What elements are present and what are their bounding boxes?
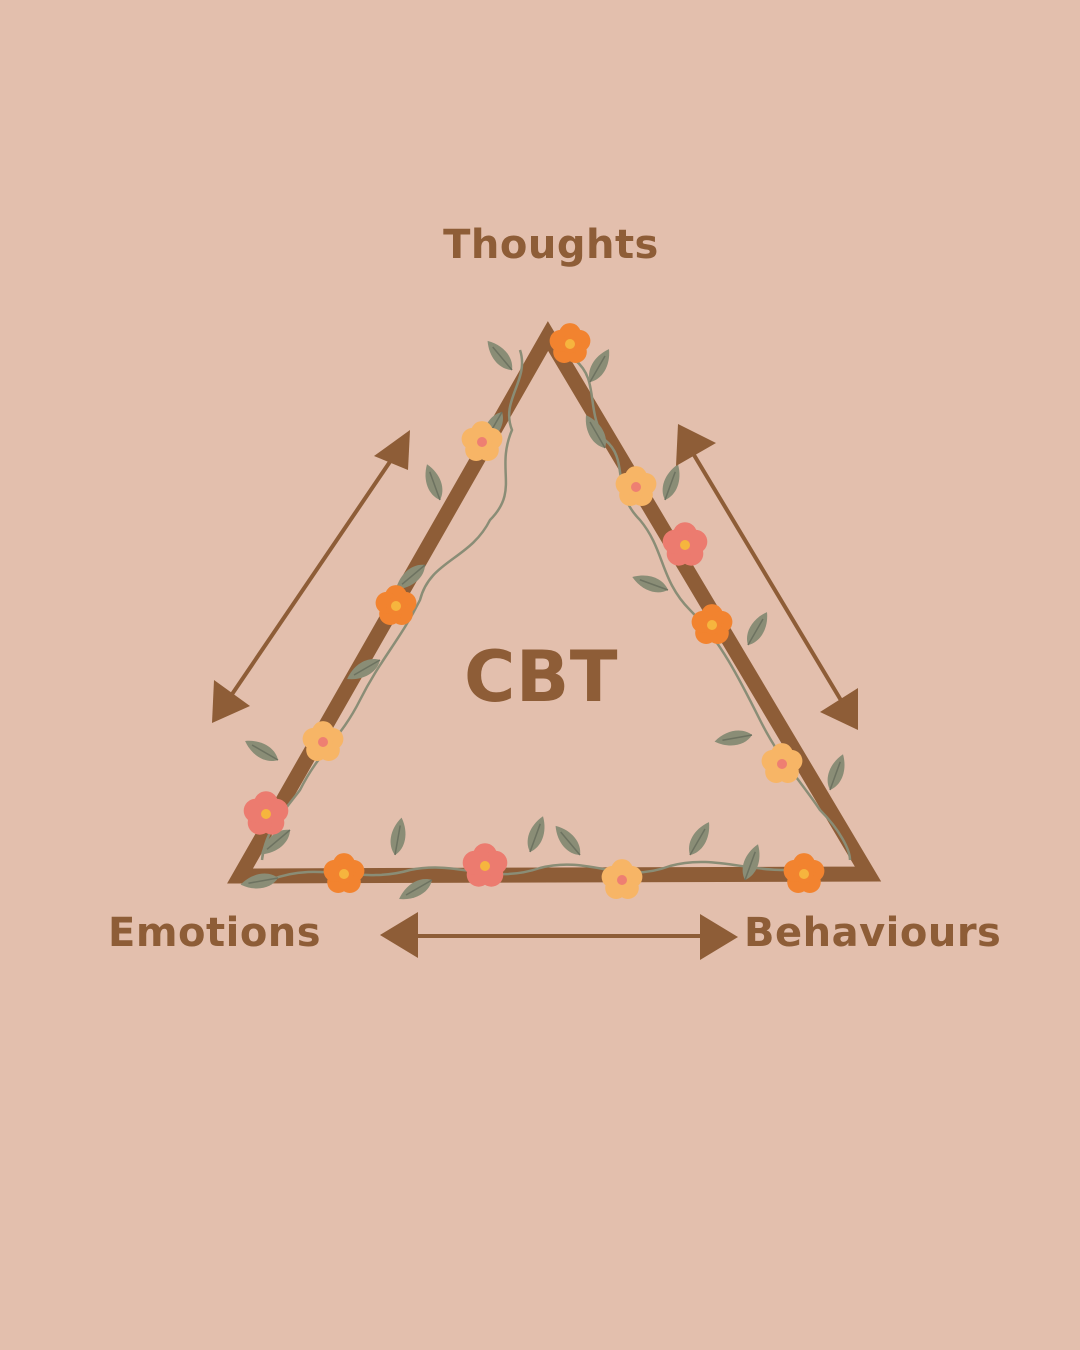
leaf-decoration — [390, 817, 406, 856]
leaf-decoration — [632, 575, 669, 593]
leaf-decoration — [662, 464, 680, 501]
flower-decoration — [302, 721, 344, 761]
leaf-decoration — [399, 879, 433, 900]
leaf-decoration — [714, 730, 753, 746]
leaf-decoration — [689, 822, 710, 856]
node-label-behaviours: Behaviours — [744, 910, 1002, 956]
flower-decoration — [549, 323, 591, 363]
flower-decoration — [662, 522, 708, 566]
leaf-decoration — [589, 349, 610, 383]
flower-decoration — [691, 604, 733, 644]
leaf-decoration — [527, 816, 545, 853]
leaf-decoration — [747, 612, 768, 646]
leaf-decoration — [395, 564, 426, 590]
flowers-group — [243, 323, 825, 899]
flower-decoration — [783, 853, 825, 893]
leaf-decoration — [240, 873, 279, 889]
flower-decoration — [323, 853, 365, 893]
flower-decoration — [761, 743, 803, 783]
leaf-decoration — [260, 829, 291, 855]
node-label-emotions: Emotions — [108, 910, 322, 956]
arrow-thoughts-behaviours — [676, 424, 858, 730]
leaf-decoration — [742, 844, 760, 881]
leaves-group — [240, 340, 845, 900]
flower-decoration — [461, 421, 503, 461]
leaf-decoration — [487, 340, 513, 371]
relationship-arrows — [212, 424, 858, 960]
leaf-decoration — [425, 464, 443, 501]
leaf-decoration — [585, 415, 606, 449]
flower-decoration — [615, 466, 657, 506]
node-label-thoughts: Thoughts — [443, 222, 659, 268]
flower-decoration — [462, 843, 508, 887]
flower-decoration — [601, 859, 643, 899]
flower-decoration — [375, 585, 417, 625]
leaf-decoration — [245, 740, 279, 761]
center-label-cbt: CBT — [464, 636, 618, 718]
leaf-decoration — [347, 659, 381, 680]
arrow-emotions-behaviours — [380, 912, 738, 960]
triangle-frame — [227, 321, 882, 884]
leaf-decoration — [827, 754, 845, 791]
flower-decoration — [243, 791, 289, 835]
arrow-thoughts-emotions — [212, 430, 410, 723]
leaf-decoration — [555, 825, 581, 856]
